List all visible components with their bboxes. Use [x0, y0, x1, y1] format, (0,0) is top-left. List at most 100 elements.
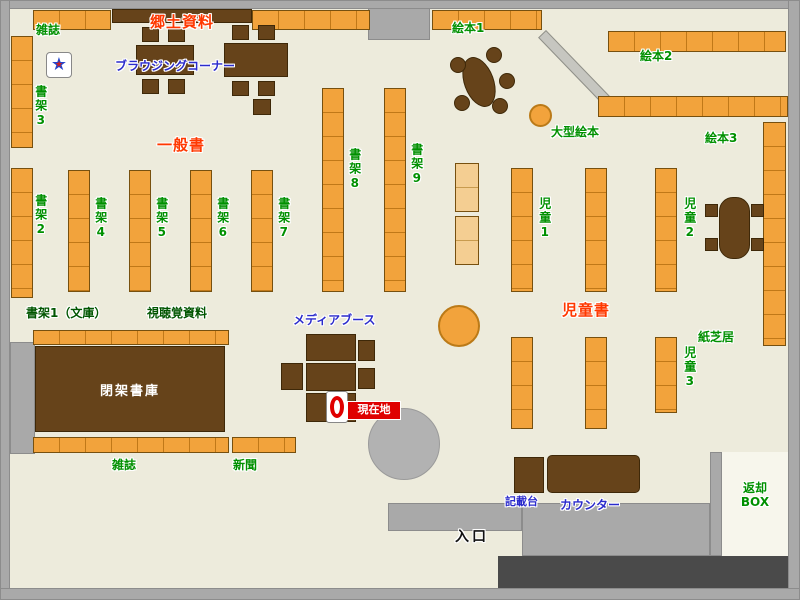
label-magazines-bottom: 雑誌: [112, 458, 137, 472]
counter-desk: [547, 455, 640, 493]
browsing-table-1: [136, 45, 194, 75]
label-general-books: 一般書: [157, 136, 206, 154]
shelf-7: [251, 170, 273, 292]
shelf-top-left: [33, 10, 111, 30]
label-browsing-corner: ブラウジングコーナー: [115, 59, 236, 73]
label-shelf7: 書架7: [276, 197, 291, 241]
chair: [232, 25, 249, 40]
shelf-4: [68, 170, 90, 292]
stool: [499, 73, 515, 89]
label-picture-books3: 絵本3: [705, 131, 738, 145]
children-table: [719, 197, 750, 259]
outside-dark-strip: [498, 556, 788, 588]
closed-stacks-room: 閉架書庫: [35, 346, 225, 432]
shelf-top-3: [432, 10, 542, 30]
chair: [253, 99, 271, 115]
label-entrance: 入口: [455, 529, 489, 545]
shelf-small-upper: [455, 163, 479, 212]
stool: [450, 57, 466, 73]
shelf-top-2: [252, 10, 370, 30]
chair: [751, 204, 764, 217]
current-location-icon: [326, 391, 348, 423]
chair: [168, 27, 185, 42]
current-location-label: 現在地: [347, 401, 401, 420]
label-large-picture-books: 大型絵本: [551, 125, 600, 139]
chair: [751, 238, 764, 251]
chair: [168, 79, 185, 94]
label-return-box-line1: 返却: [742, 481, 767, 495]
stool: [454, 95, 470, 111]
wall-return-niche: [710, 452, 722, 556]
shelf-newspapers: [232, 437, 296, 453]
pillar: [368, 408, 440, 480]
closed-stacks-label: 閉架書庫: [99, 383, 160, 399]
shelf-children-4: [511, 337, 533, 429]
local-materials-shelf: [112, 9, 252, 23]
shelf-children-2: [655, 168, 677, 292]
shelf-left-upper: [11, 36, 33, 148]
wall-top-center: [368, 8, 430, 40]
label-magazines-top: 雑誌: [36, 23, 61, 37]
chair: [258, 81, 275, 96]
shelf-9: [384, 88, 406, 292]
label-shelf8: 書架8: [347, 148, 362, 192]
label-audio-visual: 視聴覚資料: [147, 306, 208, 320]
shelf-6: [190, 170, 212, 292]
label-shelf1-bunko: 書架1（文庫）: [26, 306, 107, 320]
chair: [232, 81, 249, 96]
chair: [705, 238, 718, 251]
shelf-children-3: [655, 337, 677, 413]
label-counter: カウンター: [560, 498, 621, 512]
browsing-table-2: [224, 43, 288, 77]
label-children3: 児童3: [682, 346, 697, 390]
writing-stand-table: [514, 457, 544, 493]
label-shelf5: 書架5: [154, 197, 169, 241]
media-booth-desk: [306, 363, 356, 391]
wall-bottom-right: [522, 503, 710, 556]
chair: [705, 204, 718, 217]
label-shelf3: 書架3: [33, 85, 48, 129]
wall-left: [0, 0, 10, 600]
star-glyph-blue: ★: [50, 54, 68, 75]
label-shelf9: 書架9: [409, 143, 424, 187]
star-glyph-red: ★: [55, 60, 64, 70]
shelf-right-edge: [763, 122, 786, 346]
shelf-small-lower: [455, 216, 479, 265]
label-return-box-line2: BOX: [740, 494, 770, 509]
chair: [358, 340, 375, 361]
shelf-above-closed-stacks: [33, 330, 229, 345]
stool: [486, 47, 502, 63]
label-shelf2: 書架2: [33, 194, 48, 238]
wall-left-stack: [10, 342, 35, 454]
label-picture-books1: 絵本1: [452, 21, 485, 35]
wall-right: [788, 0, 800, 600]
chair: [281, 363, 303, 390]
label-return-box: 返却 BOX: [726, 481, 784, 510]
shelf-top-right: [608, 31, 786, 52]
label-picture-books2: 絵本2: [640, 49, 673, 63]
chair: [142, 27, 159, 42]
entrance-door-area: [388, 503, 522, 531]
chair: [258, 25, 275, 40]
round-table: [438, 305, 480, 347]
label-children-books: 児童書: [562, 301, 611, 319]
stool: [492, 98, 508, 114]
label-kamishibai: 紙芝居: [698, 330, 735, 344]
return-box-area: [722, 452, 788, 556]
label-children2: 児童2: [682, 197, 697, 241]
label-shelf4: 書架4: [93, 197, 108, 241]
wall-bottom: [0, 588, 800, 600]
label-newspapers: 新聞: [233, 458, 258, 472]
shelf-5: [129, 170, 151, 292]
label-local-materials: 郷土資料: [150, 13, 215, 31]
label-shelf6: 書架6: [215, 197, 230, 241]
star-icon: ★ ★: [46, 52, 72, 78]
label-writing-stand: 記載台: [505, 495, 538, 508]
label-media-booth: メディアブース: [293, 313, 376, 327]
shelf-children-1: [511, 168, 533, 292]
media-booth-desk: [306, 334, 356, 361]
large-picture-book-stand: [529, 104, 552, 127]
shelf-magazines: [33, 437, 229, 453]
shelf-children-mid: [585, 168, 607, 292]
